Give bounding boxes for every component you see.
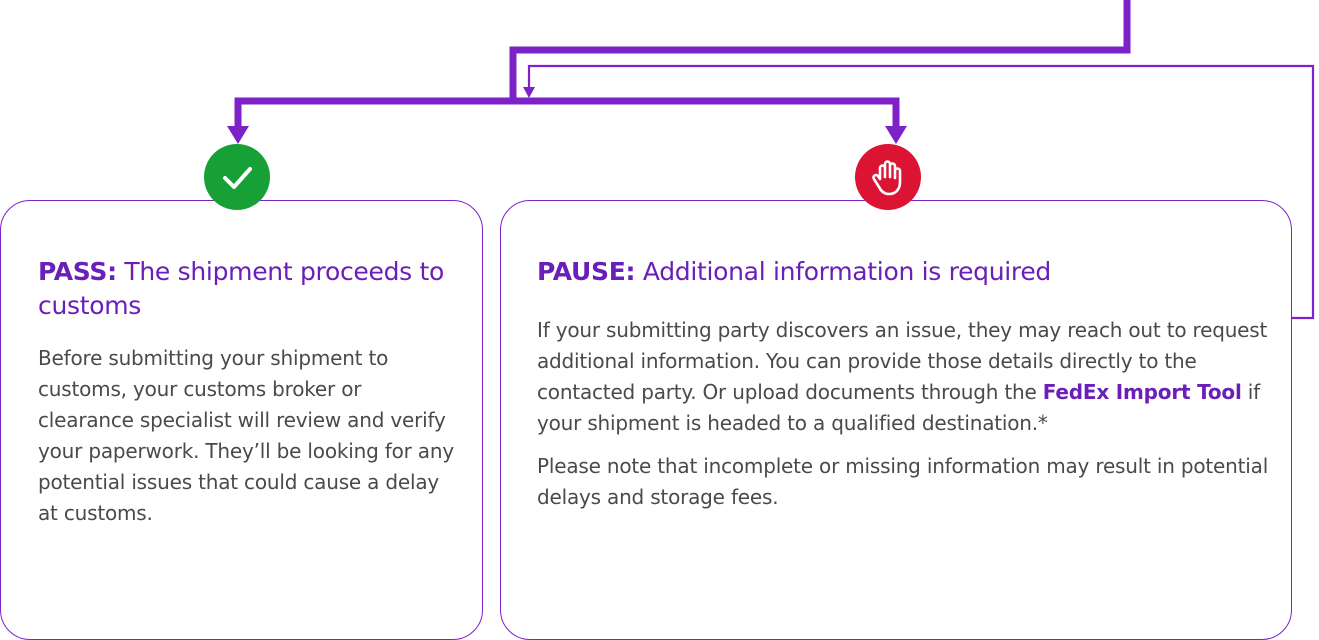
- pause-title: PAUSE: Additional information is require…: [537, 255, 1277, 289]
- pause-description-start: If your submitting party discovers an is…: [537, 318, 1268, 404]
- pause-title-text: Additional information is required: [635, 257, 1051, 286]
- pass-title-text: The shipment proceeds to customs: [38, 257, 445, 320]
- pass-card: PASS: The shipment proceeds to customs B…: [0, 200, 483, 640]
- pass-title: PASS: The shipment proceeds to customs: [38, 255, 458, 323]
- arrow-to-pass: [227, 126, 249, 144]
- pause-note: Please note that incomplete or missing i…: [537, 454, 1269, 509]
- pause-description: If your submitting party discovers an is…: [537, 315, 1277, 439]
- pass-description: Before submitting your shipment to custo…: [38, 346, 454, 525]
- pause-title-label: PAUSE:: [537, 257, 636, 286]
- pause-card: PAUSE: Additional information is require…: [500, 200, 1292, 640]
- arrow-to-pause: [885, 126, 907, 144]
- raised-hand-icon: [855, 144, 921, 210]
- checkmark-icon: [204, 144, 270, 210]
- pause-description-end: if your shipment is headed to a qualifie…: [537, 380, 1260, 435]
- loop-back-connector: [527, 64, 1315, 320]
- incoming-connector: [234, 0, 1131, 128]
- pass-title-label: PASS:: [38, 257, 117, 286]
- loop-back-arrow: [523, 87, 535, 98]
- fedex-import-tool-link[interactable]: FedEx Import Tool: [1042, 380, 1242, 404]
